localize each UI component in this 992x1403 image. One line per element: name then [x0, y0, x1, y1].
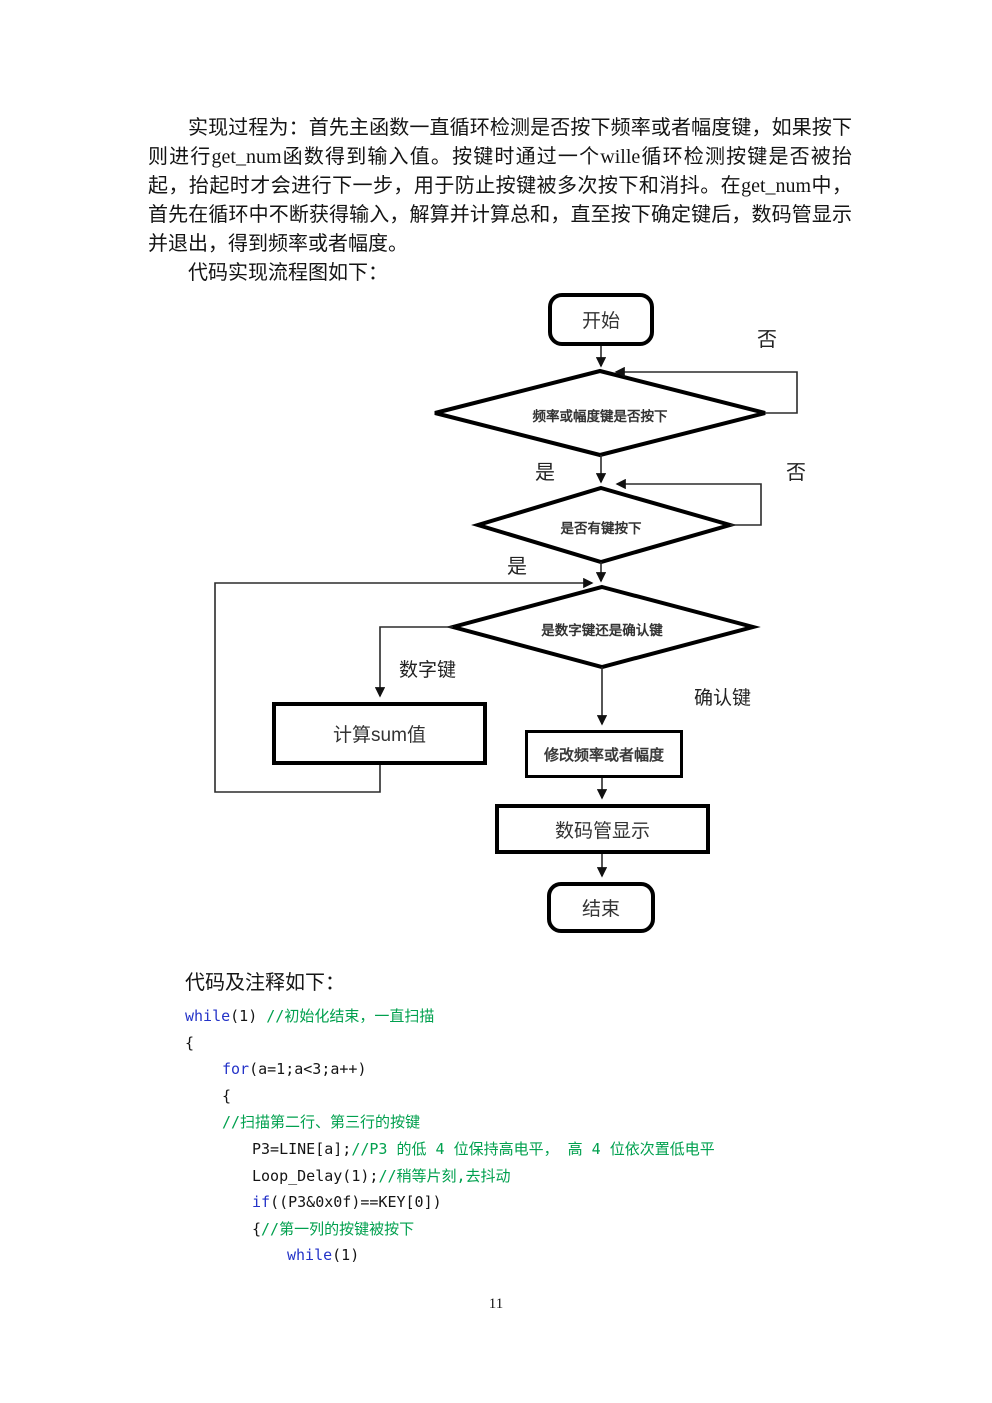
modify-node: 修改频率或者幅度: [525, 730, 683, 778]
code-heading: 代码及注释如下：: [185, 972, 345, 994]
code-token-plain: P3=LINE[a];: [252, 1139, 352, 1158]
edge-label-yes-2: 是: [507, 556, 527, 578]
edge-label-no-1: 否: [757, 329, 777, 351]
edge-label-yes-1: 是: [535, 462, 555, 484]
code-token-kw: if: [252, 1193, 271, 1212]
code-line: while(1) //初始化结束，一直扫描: [185, 1003, 715, 1030]
start-node: 开始: [548, 293, 654, 346]
display-node: 数码管显示: [495, 804, 710, 854]
code-token-kw: for: [222, 1060, 250, 1079]
code-token-plain: (a=1;a<3;a++): [249, 1060, 367, 1079]
edge-label-digit-key: 数字键: [399, 660, 457, 681]
connector-d3-to-calc: [374, 626, 453, 698]
code-token-plain: (1): [332, 1246, 360, 1265]
flowchart-caption: 代码实现流程图如下：: [188, 262, 388, 284]
code-token-comment: //P3 的低 4 位保持高电平， 高 4 位依次置低电平: [351, 1139, 715, 1158]
connector-d2-no-loop: [615, 478, 762, 526]
code-line: //扫描第二行、第三行的按键: [185, 1109, 715, 1136]
code-token-kw: while: [287, 1246, 333, 1265]
code-line: if((P3&0x0f)==KEY[0]): [185, 1189, 715, 1216]
code-token-plain: {: [185, 1033, 195, 1052]
code-line: {: [185, 1030, 715, 1057]
calc-sum-node: 计算sum值: [272, 702, 487, 765]
code-line: P3=LINE[a];//P3 的低 4 位保持高电平， 高 4 位依次置低电平: [185, 1136, 715, 1163]
code-line: {: [185, 1083, 715, 1110]
end-node: 结束: [547, 882, 655, 933]
code-line: Loop_Delay(1);//稍等片刻,去抖动: [185, 1163, 715, 1190]
decision-diamond-1: [434, 368, 766, 458]
code-line: for(a=1;a<3;a++): [185, 1056, 715, 1083]
code-token-plain: (1): [230, 1007, 267, 1025]
code-token-plain: ((P3&0x0f)==KEY[0]): [270, 1193, 442, 1212]
page-number: 11: [488, 1296, 504, 1312]
decision3-label: 是数字键还是确认键: [541, 623, 663, 638]
intro-paragraph: 实现过程为：首先主函数一直循环检测是否按下频率或者幅度键，如果按下则进行get_…: [148, 117, 852, 255]
code-section: 代码及注释如下： while(1) //初始化结束，一直扫描{for(a=1;a…: [185, 966, 715, 1269]
connector-calc-loop-to-d3: [214, 577, 594, 793]
code-line: {//第一列的按键被按下: [185, 1216, 715, 1243]
decision1-label: 频率或幅度键是否按下: [532, 409, 668, 424]
code-token-comment: //第一列的按键被按下: [261, 1219, 415, 1238]
connector-d1-no-loop: [614, 366, 798, 414]
code-token-plain: Loop_Delay(1);: [252, 1166, 379, 1185]
code-line: while(1): [185, 1242, 715, 1269]
code-token-comment: //初始化结束，一直扫描: [266, 1007, 435, 1025]
code-token-comment: //稍等片刻,去抖动: [378, 1166, 511, 1185]
edge-label-no-2: 否: [786, 462, 806, 484]
code-token-plain: {: [252, 1219, 262, 1238]
code-token-plain: {: [222, 1086, 232, 1105]
decision2-label: 是否有键按下: [560, 521, 642, 536]
edge-label-confirm-key: 确认键: [694, 688, 752, 709]
code-block: while(1) //初始化结束，一直扫描{for(a=1;a<3;a++){/…: [185, 1003, 715, 1269]
code-token-kw: while: [185, 1007, 231, 1025]
intro-section: 实现过程为：首先主函数一直循环检测是否按下频率或者幅度键，如果按下则进行get_…: [148, 114, 852, 288]
code-token-comment: //扫描第二行、第三行的按键: [222, 1113, 421, 1132]
